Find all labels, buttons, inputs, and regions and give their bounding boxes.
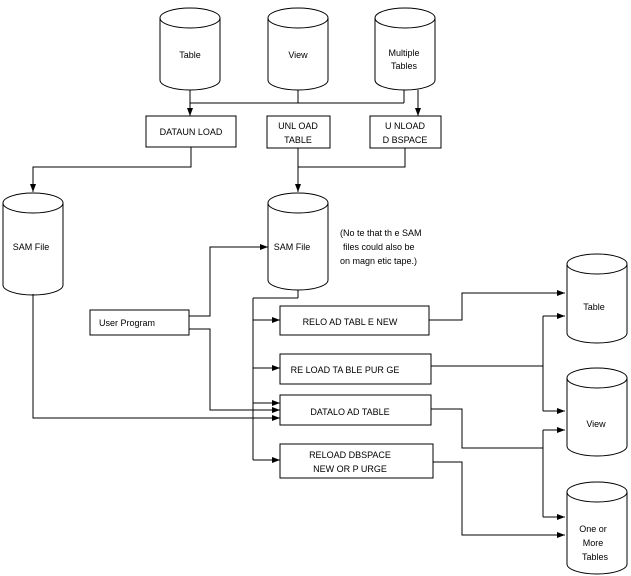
sam-note-line-1: (No te that th e SAM (340, 228, 422, 238)
reload-dbspace-box: RELOAD DBSPACE NEW OR P URGE (279, 443, 434, 479)
sam-left-to-dataload-connector (32, 294, 280, 421)
sam-file-left-cylinder: SAM File (2, 192, 64, 296)
user-program-connectors (189, 244, 280, 413)
target-view-label: View (586, 419, 606, 429)
sam-note-line-2: files could also be (343, 242, 415, 252)
reload-to-target-connectors (429, 290, 565, 538)
reload-table-purge-label: RE LOAD TA BLE PUR GE (291, 365, 400, 375)
reload-table-purge-box: RE LOAD TA BLE PUR GE (279, 353, 432, 385)
target-view-cylinder: View (566, 367, 628, 457)
source-view-label: View (288, 50, 308, 60)
source-multiple-label-2: Tables (391, 61, 418, 71)
unload-table-label-1: UNL OAD (278, 121, 318, 131)
user-program-label: User Program (99, 318, 155, 328)
dataload-table-box: DATALO AD TABLE (279, 394, 432, 426)
sam-center-bus (252, 290, 299, 463)
target-table-cylinder: Table (566, 253, 628, 344)
source-table-label: Table (179, 50, 201, 60)
unload-dbspace-box: U NLOAD D BSPACE (369, 115, 442, 149)
reload-table-new-box: RELO AD TABL E NEW (279, 305, 430, 336)
unload-dbspace-label-1: U NLOAD (385, 121, 426, 131)
target-one-or-more-tables-cylinder: One or More Tables (566, 481, 628, 575)
dataunload-label: DATAUN LOAD (160, 127, 223, 137)
reload-dbspace-label-2: NEW OR P URGE (313, 464, 387, 474)
dataload-table-label: DATALO AD TABLE (310, 407, 389, 417)
source-view-cylinder: View (267, 7, 329, 91)
unload-dbspace-label-2: D BSPACE (383, 135, 428, 145)
source-multiple-label-1: Multiple (388, 48, 419, 58)
target-tables-label-3: Tables (582, 552, 609, 562)
sam-file-center-label: SAM File (274, 242, 311, 252)
unload-table-label-2: TABLE (284, 135, 312, 145)
target-tables-label-1: One or (579, 524, 607, 534)
unload-table-box: UNL OAD TABLE (266, 115, 331, 149)
source-table-cylinder: Table (159, 7, 221, 91)
dataunload-box: DATAUN LOAD (145, 115, 237, 148)
target-tables-label-2: More (583, 538, 604, 548)
sam-file-center-cylinder: SAM File (267, 192, 329, 291)
unload-connectors (30, 147, 406, 192)
user-program-box: User Program (89, 309, 190, 336)
sam-note-line-3: on magn etic tape.) (340, 256, 417, 266)
reload-dbspace-label-1: RELOAD DBSPACE (309, 450, 391, 460)
source-connectors (187, 90, 421, 116)
sam-note: (No te that th e SAM files could also be… (340, 228, 422, 266)
target-table-label: Table (583, 302, 605, 312)
sam-file-left-label: SAM File (13, 242, 50, 252)
source-multiple-tables-cylinder: Multiple Tables (374, 7, 436, 91)
reload-table-new-label: RELO AD TABL E NEW (303, 317, 398, 327)
